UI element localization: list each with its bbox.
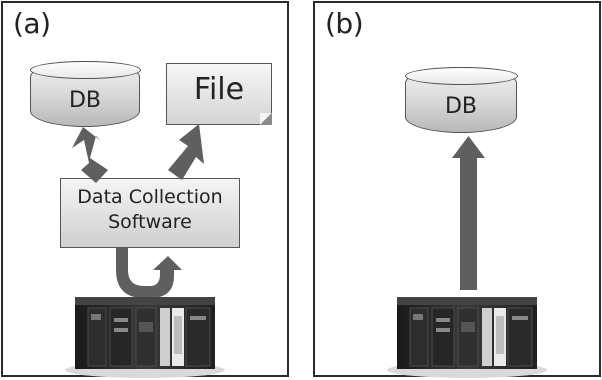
arrow-up — [452, 136, 485, 290]
database-icon: DB — [404, 66, 518, 133]
arrow-loop — [116, 248, 182, 298]
plc-device-icon — [387, 297, 547, 378]
database-icon: DB — [29, 60, 141, 127]
panel-b: (b) DB — [313, 1, 601, 377]
file-label: File — [193, 72, 245, 107]
software-label-line1: Data Collection — [77, 186, 223, 208]
data-collection-software-box: Data Collection Software — [60, 178, 240, 248]
db-label: DB — [68, 88, 102, 113]
panel-b-label: (b) — [325, 7, 364, 40]
file-icon: File — [166, 63, 272, 125]
plc-device-icon — [65, 297, 225, 378]
software-label-line2: Software — [108, 211, 192, 233]
arrow-to-file — [168, 124, 204, 180]
db-label: DB — [444, 94, 478, 119]
arrow-to-db — [72, 127, 108, 183]
panel-a-label: (a) — [13, 7, 51, 40]
file-fold-corner — [260, 113, 272, 125]
